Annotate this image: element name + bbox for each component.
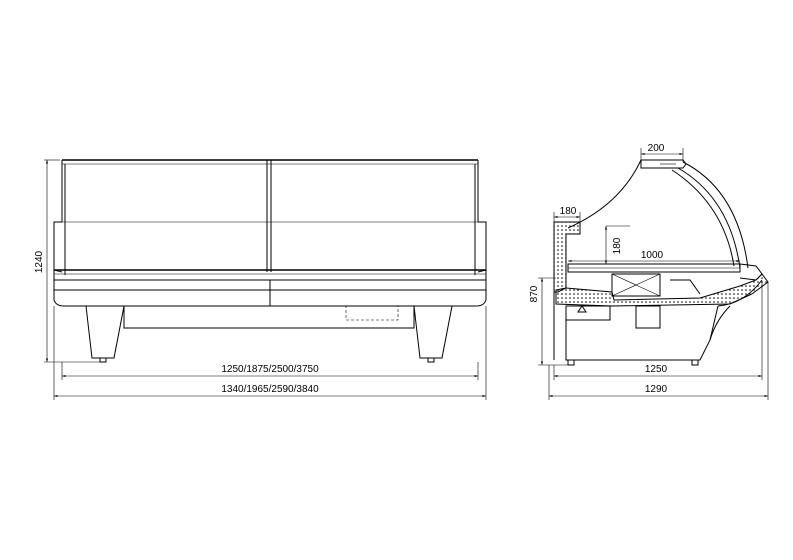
side-shelf-height-dimension: 180 <box>604 225 630 264</box>
side-top-width-label: 200 <box>648 143 665 154</box>
side-inner-depth-label: 1250 <box>645 364 668 375</box>
side-view: 200 180 180 1000 870 <box>529 143 769 400</box>
front-counter-body <box>54 269 486 329</box>
side-shelf-depth-dimension: 180 <box>553 206 581 222</box>
side-rear-panel <box>553 221 581 360</box>
front-legs <box>85 305 453 363</box>
front-inner-width-label: 1250/1875/2500/3750 <box>221 364 319 375</box>
side-top-cap <box>640 159 687 169</box>
side-outer-depth-label: 1290 <box>645 384 668 395</box>
side-shelf-length-dimension: 1000 <box>568 250 740 263</box>
side-inner-depth-dimension: 1250 <box>553 282 763 380</box>
front-outer-width-label: 1340/1965/2590/3840 <box>221 384 319 395</box>
side-top-width-dimension: 200 <box>640 143 684 162</box>
side-shelf-depth-label: 180 <box>560 206 577 217</box>
front-end-caps <box>53 221 487 307</box>
side-curved-glass <box>567 159 749 269</box>
side-display-shelf <box>567 263 763 281</box>
front-glass-canopy <box>61 159 479 275</box>
front-inner-width-dimension: 1250/1875/2500/3750 <box>61 362 479 380</box>
front-outer-width-dimension: 1340/1965/2590/3840 <box>53 306 487 400</box>
front-height-dimension: 1240 <box>34 159 100 363</box>
side-insulated-tub <box>555 273 769 307</box>
side-shelf-height-label: 180 <box>612 237 623 254</box>
front-view: 1240 1250/1875/2500/3750 1340/1965/2590/… <box>34 159 487 400</box>
side-lower-cabinet <box>565 279 763 366</box>
side-outer-depth-dimension: 1290 <box>548 282 769 400</box>
side-shelf-length-label: 1000 <box>641 250 664 261</box>
front-height-label: 1240 <box>34 250 45 273</box>
side-counter-height-label: 870 <box>529 285 540 302</box>
